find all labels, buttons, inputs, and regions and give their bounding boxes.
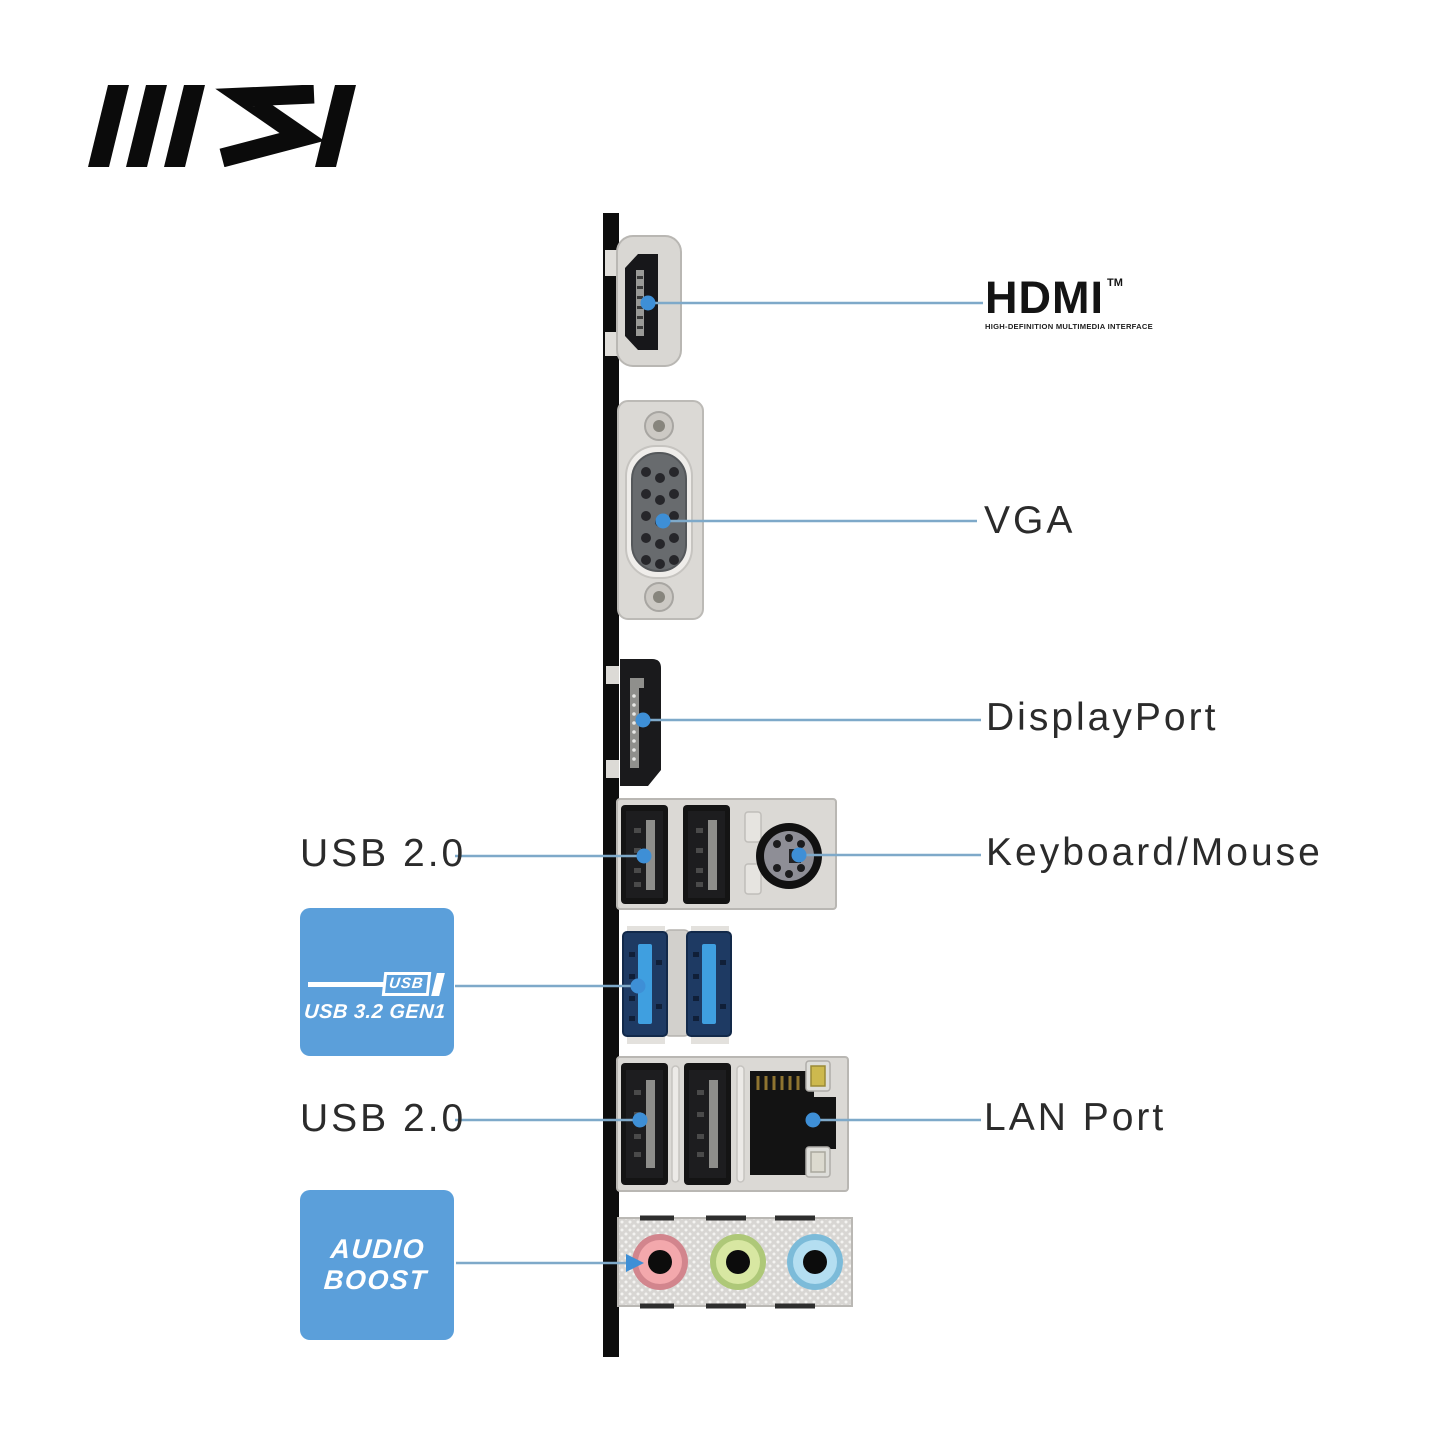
ps2-port xyxy=(756,823,822,889)
usb3-port xyxy=(686,931,732,1037)
usb2-bottom-label: USB 2.0 xyxy=(300,1097,467,1140)
vga-label: VGA xyxy=(984,499,1076,542)
callout-lines xyxy=(455,301,983,1265)
msi-logo-bar xyxy=(88,85,129,167)
vga-port xyxy=(617,400,704,620)
usb-logo-tag: USB xyxy=(382,972,432,996)
audio-jack-block xyxy=(617,1215,853,1309)
keyboard-mouse-label: Keyboard/Mouse xyxy=(986,831,1323,874)
usb2-port xyxy=(683,805,730,904)
msi-logo-icon xyxy=(88,85,356,167)
hdmi-trademark: TM xyxy=(1106,277,1123,289)
audio-jack-line-in xyxy=(787,1234,843,1290)
msi-logo-bar xyxy=(126,85,167,167)
audio-boost-line1: AUDIO xyxy=(329,1233,427,1264)
msi-logo-bar xyxy=(164,85,205,167)
displayport-label: DisplayPort xyxy=(986,696,1219,739)
usb2-lan-block xyxy=(616,1056,849,1192)
usb-logo-icon: USB xyxy=(308,972,445,996)
hdmi-label-group: HDMI TM HIGH-DEFINITION MULTIMEDIA INTER… xyxy=(985,272,1153,331)
usb32-badge-label: USB 3.2 GEN1 xyxy=(303,1001,447,1023)
audio-jack-mic xyxy=(632,1234,688,1290)
hdmi-subtitle: HIGH-DEFINITION MULTIMEDIA INTERFACE xyxy=(985,322,1153,331)
msi-logo-s xyxy=(215,85,325,167)
usb-logo-line xyxy=(308,981,386,987)
audio-boost-label: AUDIO BOOST xyxy=(323,1234,431,1296)
displayport-pins xyxy=(632,694,636,761)
audio-boost-badge: AUDIO BOOST xyxy=(300,1190,454,1340)
callout-dots xyxy=(626,295,821,1272)
msi-logo-i xyxy=(315,85,356,167)
usb32-gen1-badge: USB USB 3.2 GEN1 xyxy=(300,908,454,1056)
lan-port xyxy=(750,1060,836,1178)
audio-boost-line2: BOOST xyxy=(323,1265,429,1295)
lan-led-white xyxy=(810,1151,826,1173)
lan-led-yellow xyxy=(810,1065,826,1087)
usb2-top-label: USB 2.0 xyxy=(300,832,467,875)
hdmi-label: HDMI xyxy=(985,272,1104,323)
lan-label: LAN Port xyxy=(984,1096,1167,1139)
audio-callout-arrow xyxy=(626,1254,644,1272)
panel-edge-bar xyxy=(603,213,619,1357)
usb2-port xyxy=(684,1063,731,1185)
usb2-port xyxy=(621,1063,668,1185)
usb-logo-slash xyxy=(431,972,445,996)
audio-jack-line-out xyxy=(710,1234,766,1290)
